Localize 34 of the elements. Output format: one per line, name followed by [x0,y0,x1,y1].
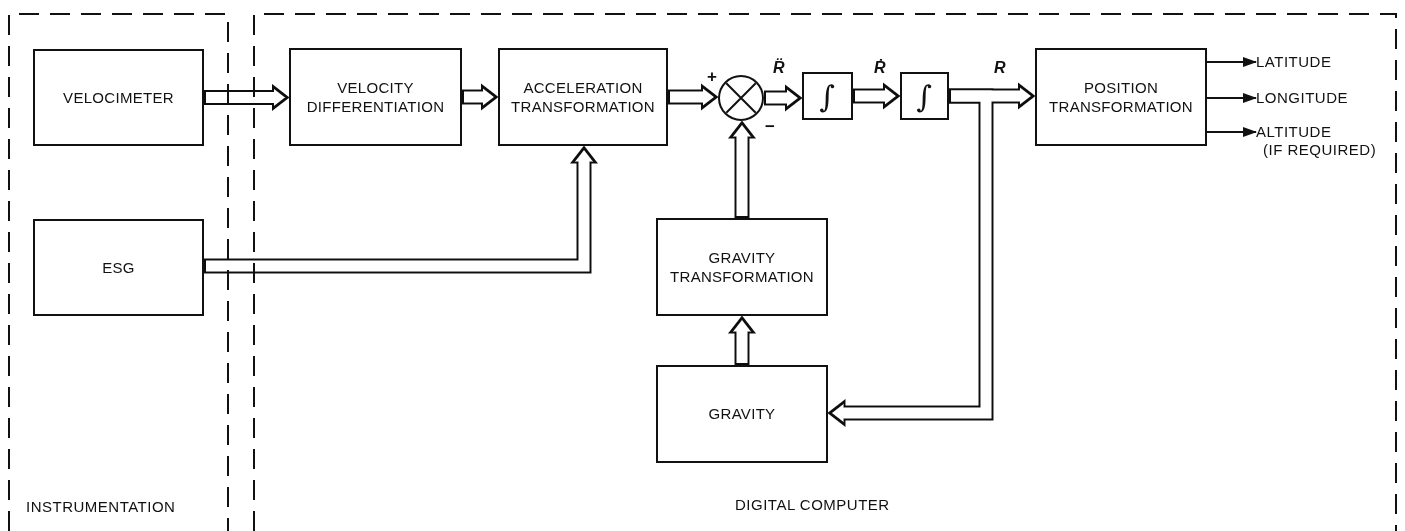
region-label: INSTRUMENTATION [26,498,176,515]
dashed-region [8,13,229,531]
double-arrow [764,84,803,112]
double-arrow [853,82,901,110]
summing-junction [718,75,764,121]
sign-label: + [707,68,717,85]
double-arrow [204,83,290,112]
process-box: GRAVITY [656,365,828,463]
process-box: VELOCIMETER [33,49,204,146]
arrow [1207,57,1257,67]
integrator-box: ∫ [802,72,853,120]
edge-label: R [994,60,1006,76]
double-arrow [668,83,719,111]
double-arrow [204,145,598,274]
dashed-region [253,13,1397,531]
process-box: ACCELERATION TRANSFORMATION [498,48,668,146]
process-box: VELOCITY DIFFERENTIATION [289,48,462,146]
process-box: GRAVITY TRANSFORMATION [656,218,828,316]
output-label: LATITUDE [1256,53,1332,71]
sign-label: − [765,118,775,135]
process-box: POSITION TRANSFORMATION [1035,48,1207,146]
arrow [1207,127,1257,137]
process-box: ESG [33,219,204,316]
edge-label: R̈ [773,60,785,76]
region-label: DIGITAL COMPUTER [735,496,890,513]
output-label: ALTITUDE (IF REQUIRED) [1256,123,1377,159]
double-arrow [728,120,756,218]
integrator-box: ∫ [900,72,949,120]
output-label: LONGITUDE [1256,89,1348,107]
double-arrow [827,88,994,427]
arrow [1207,93,1257,103]
double-arrow [462,83,499,111]
double-arrow [728,315,756,365]
edge-label: Ṙ [874,60,886,76]
